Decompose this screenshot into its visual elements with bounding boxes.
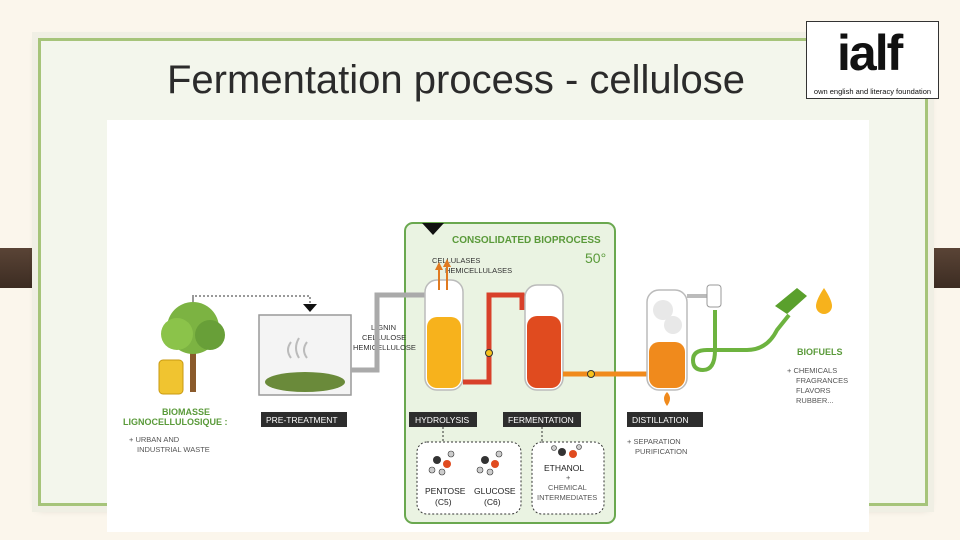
ethanol-box	[531, 441, 605, 515]
biofuels-note-3: FLAVORS	[796, 386, 830, 395]
pretreatment-label-box	[261, 412, 347, 427]
distillation-note-2: PURIFICATION	[635, 447, 687, 456]
tree-crown-3	[195, 320, 225, 350]
component-lignin: LIGNIN	[371, 323, 396, 332]
ethanol-plus: +	[566, 473, 571, 482]
tree-crown-2	[161, 318, 193, 350]
slide-title: Fermentation process - cellulose	[167, 58, 746, 102]
hydrolysis-to-fermentation-pipe	[463, 292, 525, 385]
biofuels-note-2: FRAGRANCES	[796, 376, 848, 385]
pretreatment-to-hydrolysis-pipe	[351, 292, 425, 373]
output-arrows-icon	[438, 265, 448, 290]
pretreatment-arrow-icon	[303, 304, 317, 312]
sugars-box	[416, 441, 522, 515]
biomass-pile	[265, 372, 345, 392]
glucose-molecule-icon	[476, 450, 503, 476]
sensor-dot-1	[485, 349, 493, 357]
ethanol-label: ETHANOL	[544, 463, 584, 473]
temperature-label: 50°	[585, 250, 606, 266]
vapor-cloud-icon-2	[664, 316, 682, 334]
input-arrow-icon	[422, 223, 444, 235]
biofuels-note-1: + CHEMICALS	[787, 366, 837, 375]
component-cellulose: CELLULOSE	[362, 333, 406, 342]
biomass-note-2: INDUSTRIAL WASTE	[137, 445, 210, 454]
arrow-head-2	[443, 259, 451, 267]
ethanol-intermediates: INTERMEDIATES	[537, 493, 597, 502]
biofuels-note-4: RUBBER...	[796, 396, 834, 405]
fermentation-label: FERMENTATION	[508, 415, 574, 425]
biomass-label-2: LIGNOCELLULOSIQUE :	[123, 417, 228, 427]
glucose-formula: (C6)	[484, 497, 501, 507]
diagram-panel: CONSOLIDATED BIOPROCESS 50° CELLULASES H…	[107, 120, 869, 532]
arrow-head-1	[435, 262, 443, 270]
hydrolysis-label: HYDROLYSIS	[415, 415, 469, 425]
component-hemicellulose: HEMICELLULOSE	[353, 343, 416, 352]
logo-letters: ialf	[837, 25, 903, 81]
distillation-note-1: + SEPARATION	[627, 437, 681, 446]
ethanol-chemical: CHEMICAL	[548, 483, 587, 492]
fermentation-liquid	[527, 316, 561, 388]
process-header: CONSOLIDATED BIOPROCESS	[452, 235, 601, 246]
biomass-to-pretreatment-path	[192, 295, 311, 306]
hydrolysis-liquid	[427, 317, 461, 388]
steam-icon	[287, 337, 308, 359]
fermentation-label-box	[503, 412, 581, 427]
fuel-drop-icon	[816, 288, 832, 314]
distillation-liquid	[649, 342, 685, 388]
condenser-icon	[706, 284, 722, 308]
logo-tagline: own english and literacy foundation	[813, 87, 932, 96]
biomass-label-1: BIOMASSE	[162, 407, 210, 417]
pretreatment-label: PRE-TREATMENT	[266, 415, 338, 425]
flame-icon	[664, 392, 670, 406]
distillation-label: DISTILLATION	[632, 415, 689, 425]
biofuel-loop-pipe	[690, 310, 791, 373]
glucose-label: GLUCOSE	[474, 486, 516, 496]
distillation-label-box	[627, 412, 703, 427]
pentose-formula: (C5)	[435, 497, 452, 507]
pentose-molecule-icon	[428, 450, 455, 476]
enzyme-cellulases: CELLULASES	[432, 256, 480, 265]
hydrolysis-label-box	[409, 412, 477, 427]
tree-trunk	[190, 342, 196, 392]
biomass-barrel	[158, 359, 184, 395]
vapor-cloud-icon	[653, 300, 673, 320]
enzyme-hemicellulases: HEMICELLULASES	[445, 266, 512, 275]
sensor-dot-2	[587, 370, 595, 378]
ialf-logo: ialf own english and literacy foundation	[806, 21, 939, 99]
fuel-nozzle-icon	[775, 288, 807, 314]
biomass-note-1: + URBAN AND	[129, 435, 180, 444]
ethanol-molecule-icon	[551, 444, 582, 458]
process-diagram: CONSOLIDATED BIOPROCESS 50° CELLULASES H…	[123, 222, 848, 524]
biofuels-label: BIOFUELS	[797, 347, 843, 357]
pentose-label: PENTOSE	[425, 486, 466, 496]
